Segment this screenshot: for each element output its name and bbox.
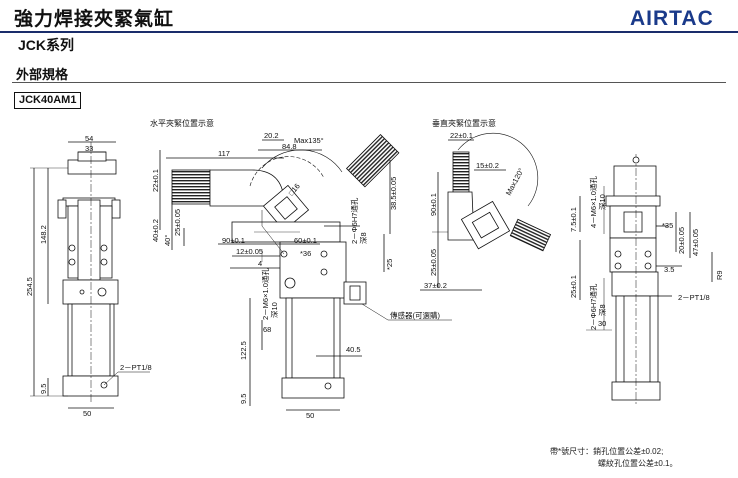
phi6-horizontal: 2－Φ6H7通孔	[349, 197, 359, 244]
pt-end: 2－PT1/8	[678, 293, 710, 302]
dim-30: 30	[598, 319, 606, 328]
note-line-1: 帶*號尺寸：銷孔位置公差±0.02;	[550, 447, 664, 456]
m6-end: 4－M6×1.0通孔	[588, 176, 598, 228]
dim-90-vertical: 90±0.1	[429, 193, 438, 216]
section-title: 外部規格	[16, 67, 69, 82]
horizontal-caption: 水平夾緊位置示意	[150, 119, 214, 128]
phi6-deep-horizontal: 深8	[359, 232, 368, 244]
dim-37: 37±0.2	[424, 281, 447, 290]
dim-12: 12±0.05	[236, 247, 263, 256]
dim-40-2: 40±0.2	[151, 219, 160, 242]
dim-max135: Max135°	[294, 136, 324, 145]
model-badge: JCK40AM1	[14, 92, 82, 109]
dim-90-horizontal: 90±0.1	[222, 236, 245, 245]
dim-36: *36	[300, 249, 311, 258]
dim-35: *35	[662, 221, 673, 230]
header-rule	[0, 31, 738, 33]
dim-122-5: 122.5	[239, 341, 248, 360]
dim-max120: Max120°	[504, 167, 526, 197]
dim-9-5-horizontal: 9.5	[239, 394, 248, 404]
sensor-label: 傳感器(可選購)	[390, 310, 440, 320]
dim-47: 47±0.05	[691, 229, 700, 256]
section-rule	[12, 82, 726, 83]
dim-r9: R9	[715, 270, 724, 280]
end-view	[579, 154, 713, 406]
dim-33: 33	[85, 144, 93, 153]
vertical-clamp-view	[420, 132, 552, 291]
front-view	[30, 141, 150, 409]
dim-9-5-front: 9.5	[39, 384, 48, 394]
dim-pt-front: 2－PT1/8	[120, 363, 152, 372]
dim-15: 15±0.2	[476, 161, 499, 170]
phi6-deep-end: 深8	[598, 304, 607, 316]
dim-50-horizontal: 50	[306, 411, 314, 420]
dim-38-5: 38.5±0.05	[389, 177, 398, 210]
m6-horizontal: 2－M6×1.0通孔	[260, 268, 270, 320]
logo-text: AIRTAC	[630, 7, 714, 28]
dim-20-2: 20.2	[264, 131, 279, 140]
dim-60: 60±0.1	[294, 236, 317, 245]
dim-20: 20±0.05	[677, 227, 686, 254]
dim-25-end: 25±0.1	[569, 275, 578, 298]
dim-22-vertical: 22±0.1	[450, 131, 473, 140]
dim-40deg: 40°	[163, 235, 172, 246]
page-title: 強力焊接夾緊氣缸	[14, 9, 175, 30]
dim-25-05-vertical: 25±0.05	[429, 249, 438, 276]
dim-4: 4	[258, 259, 262, 268]
phi6-end: 2－Φ6H7通孔	[588, 283, 598, 330]
series-label: JCK系列	[18, 37, 75, 53]
dim-25-05-horizontal: 25±0.05	[173, 209, 182, 236]
dim-25-star: *25	[385, 259, 394, 270]
dim-7-5: 7.5±0.1	[569, 207, 578, 232]
dim-84-8: 84.8	[282, 142, 297, 151]
dim-148-2: 148.2	[39, 225, 48, 244]
dim-54: 54	[85, 134, 93, 143]
dim-40-5: 40.5	[346, 345, 361, 354]
dim-254-5: 254.5	[25, 277, 34, 296]
side-view-horizontal	[159, 133, 452, 411]
vertical-caption: 垂直夾緊位置示意	[432, 119, 496, 128]
note-line-2: 螺紋孔位置公差±0.1。	[598, 459, 678, 468]
dim-117: 117	[218, 149, 230, 158]
dim-50-front: 50	[83, 409, 91, 418]
dim-68: 68	[263, 325, 271, 334]
dim-3-5: 3.5	[664, 265, 674, 274]
m6-deep-horizontal: 深10	[270, 302, 279, 318]
m6-deep-end: 深10	[598, 194, 607, 210]
airtac-logo: AIRTAC	[630, 7, 714, 28]
dim-22-horizontal: 22±0.1	[151, 169, 160, 192]
